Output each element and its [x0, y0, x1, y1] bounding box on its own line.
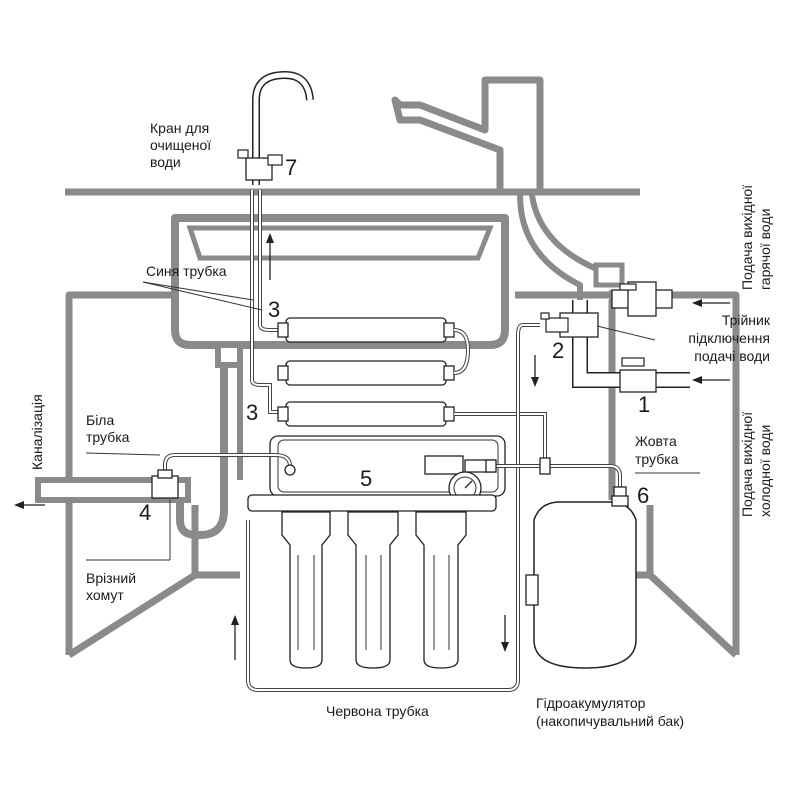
prefilter-flask-3: [415, 511, 467, 669]
number-5: 5: [360, 466, 372, 491]
label-drain-clamp-line2: хомут: [86, 587, 124, 603]
label-tee-line2: підключення: [688, 330, 770, 346]
label-hot-supply: Подача вихідної гарячої води: [739, 185, 773, 290]
number-3-bottom: 3: [246, 400, 258, 425]
feed-valve: [540, 312, 569, 333]
cold-water-supply-pipe: [559, 300, 690, 393]
label-red-tube: Червона трубка: [326, 703, 429, 719]
tee-leader-line: [596, 325, 656, 341]
label-white-tube-line2: трубка: [86, 429, 130, 445]
number-3-top: 3: [268, 297, 280, 322]
yellow-tube-line: [485, 457, 627, 500]
filter-mounting-plate: [247, 494, 497, 512]
prefilter-flask-1: [281, 511, 331, 669]
label-purified-faucet-line3: води: [150, 154, 181, 170]
blue-tube-line: [250, 190, 290, 414]
label-cold-supply-line1: Подача вихідної: [739, 412, 755, 517]
sink-bowl: [171, 214, 509, 349]
label-purified-faucet: Кран для очищеної води: [150, 120, 211, 170]
label-hot-supply-line1: Подача вихідної: [739, 185, 755, 290]
hot-water-valve: [611, 281, 673, 317]
label-yellow-tube-line1: Жовта: [635, 433, 677, 449]
label-purified-faucet-line1: Кран для: [150, 120, 209, 136]
prefilter-flask-2: [347, 511, 399, 669]
label-yellow-tube-line2: трубка: [635, 451, 679, 467]
label-hot-supply-line2: гарячої води: [757, 209, 773, 290]
white-drain-tube-line: [163, 453, 296, 480]
purified-water-faucet: [237, 70, 314, 185]
label-drain-clamp: Врізний хомут: [86, 570, 136, 603]
hot-supply-arrow: [692, 299, 730, 307]
label-sewer: Каналізація: [29, 394, 45, 470]
label-drain-clamp-line1: Врізний: [86, 570, 136, 586]
number-7: 7: [285, 155, 297, 180]
number-2: 2: [552, 338, 564, 363]
storage-tank: [525, 495, 637, 669]
number-1: 1: [638, 392, 650, 417]
label-cold-supply: Подача вихідної холодної води: [739, 412, 773, 517]
label-cold-supply-line2: холодної води: [757, 425, 773, 517]
label-tee-line3: подачі води: [694, 348, 770, 364]
drain-saddle-clamp: [151, 469, 179, 499]
label-purified-faucet-line2: очищеної: [150, 137, 211, 153]
post-filter-bottom: [277, 401, 455, 427]
label-blue-tube: Синя трубка: [146, 263, 227, 279]
kitchen-cabinet: [65, 291, 740, 658]
label-white-tube-line1: Біла: [86, 412, 114, 428]
post-filter-top: [277, 317, 455, 343]
cold-supply-arrow: [692, 376, 730, 384]
label-accumulator: Гідроакумулятор (накопичувальний бак): [536, 695, 684, 729]
number-4: 4: [139, 500, 151, 525]
label-tee: Трійник підключення подачі води: [688, 312, 771, 364]
label-accumulator-line1: Гідроакумулятор: [536, 695, 646, 711]
label-leader-lines: [85, 281, 700, 561]
kitchen-mixer-faucet: [391, 76, 625, 300]
label-accumulator-line2: (накопичувальний бак): [536, 713, 684, 729]
red-tube-line: [231, 323, 540, 692]
label-tee-line1: Трійник: [722, 312, 771, 328]
sink-drain-pipe: [14, 342, 243, 539]
post-filter-middle: [277, 360, 455, 386]
label-yellow-tube: Жовта трубка: [635, 433, 679, 467]
post-filter-connectors: [453, 328, 547, 462]
number-6: 6: [637, 483, 649, 508]
label-white-tube: Біла трубка: [86, 412, 130, 445]
